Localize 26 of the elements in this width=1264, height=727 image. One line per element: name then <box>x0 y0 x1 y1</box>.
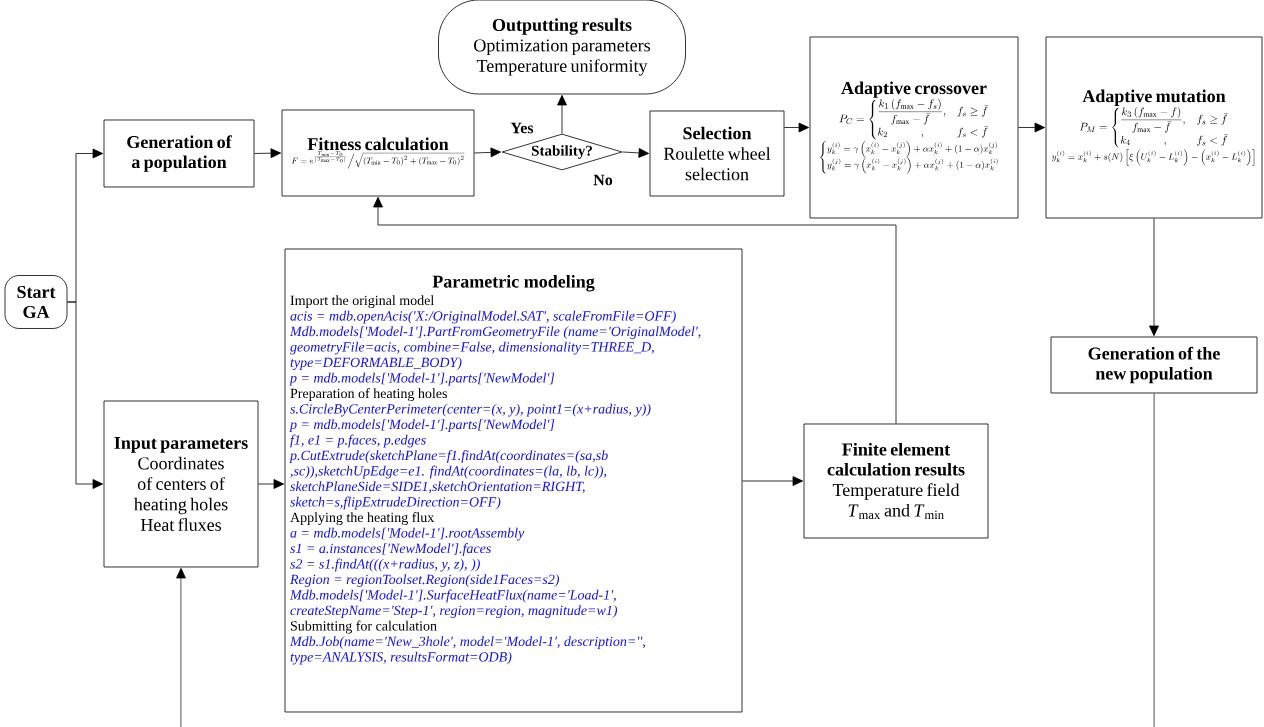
arrow <box>742 476 804 486</box>
start-terminal: Start GA <box>4 275 68 329</box>
process-box: Adaptive mutation $P_M = \begin{cases} \dfrac{k_3\left(f_{\max}-f\right)}{f_{\max}-\bar{f}}, & f_s \geq \bar{f} \\ k_4 \qquad\quad , & f_s < \bar{f} \end{cases}$ $y_k^{(i)} = x_k^{(i)} + s(N)\left[\xi\left(U_k^{(i)}-L_k^{(i)}\right)-\left(x_k^{(i)}-L_k^{(i)}\right)\right]$ <box>1045 36 1263 219</box>
process-box: Finite element calculation results Temperature field T$_{max}$ and T$_{min}$ <box>803 423 989 539</box>
process-box: Adaptive crossover $P_C = \begin{cases} \dfrac{k_1\left(f_{\max}-f_s\right)}{f_{\max}-\bar{f}}, & f_s \geq \bar{f} \\ k_2 \qquad\quad , & f_s < \bar{f} \end{cases}$ $\begin{cases} y_k^{(i)} = \gamma\left(x_k^{(i)}-x_k^{(j)}\right)+\alpha x_k^{(i)}+(1-\alpha)x_k^{(j)} \\ y_k^{(j)} = \gamma\left(x_k^{(i)}-x_k^{(j)}\right)+\alpha x_k^{(j)}+(1-\alpha)x_k^{(i)} \end{cases}$ <box>809 36 1019 219</box>
process-box: Generation of a population <box>103 119 255 188</box>
arrow <box>1149 218 1159 337</box>
arrow <box>474 147 502 158</box>
arrow <box>176 567 186 727</box>
arrow <box>254 148 282 159</box>
arrow <box>557 94 567 134</box>
arrow <box>67 301 104 489</box>
edge-label: Yes <box>509 121 535 135</box>
process-box: Input parameters Coordinates of centers of heating holes Heat fluxes <box>103 400 259 568</box>
arrow <box>373 196 897 424</box>
arrow <box>258 479 285 489</box>
output-terminal: Outputting results Optimization parameters Temperature uniformity <box>438 0 686 95</box>
arrow <box>784 122 810 133</box>
process-box: Selection Roulette wheel selection <box>649 110 785 197</box>
arrow <box>1018 122 1046 133</box>
edge-label: No <box>592 173 614 187</box>
process-box: Fitness calculation $F = e^{\frac{T_{\min}-T_0}{\left|T_{\max}-T_0\right|}} \Big/ \sqrt{\left(T_{\min}-T_0\right)^2+\left(T_{\max}-T_0\right)^2}$ <box>281 109 475 197</box>
connector-line <box>1153 393 1155 727</box>
process-box: Generation of the new population <box>1050 336 1258 394</box>
arrow <box>622 148 650 158</box>
code-box: Parametric modeling Import the original model acis = mdb.openAcis('X:/OriginalModel.SAT', scaleFromFile=OFF) Mdb.models['Model-1'].PartFromGeometryFile (name='OriginalModel', geometryFile=acis, combine=False, dimensionality=THREE_D, type=DEFORMABLE_BODY) p = mdb.models['Model-1'].parts['NewModel'] Preparation of heating holes s.CircleByCenterPerimeter(center=(x, y), point1=(x+radius, y)) p = mdb.models['Model-1'].parts['NewModel'] f1, e1 = p.faces, p.edges p.CutExtrude(sketchPlane=f1.findAt(coordinates=(sa,sb ,sc)),sketchUpEdge=e1. findAt(coordinates=(la, lb, lc)), sketchPlaneSide=SIDE1,sketchOrientation=RIGHT, sketch=s,flipExtrudeDirection=OFF) Applying the heating flux a = mdb.models['Model-1'].rootAssembly s1 = a.instances['NewModel'].faces s2 = s1.findAt(((x+radius, y, z), )) Region = regionToolset.Region(side1Faces=s2) Mdb.models['Model-1'].SurfaceHeatFlux(name='Load-1', createStepName='Step-1', region=region, magnitude=w1) Submitting for calculation Mdb.Job(name='New_3hole', model='Model-1', description='', type=ANALYSIS, resultsFormat=ODB) <box>284 248 743 713</box>
